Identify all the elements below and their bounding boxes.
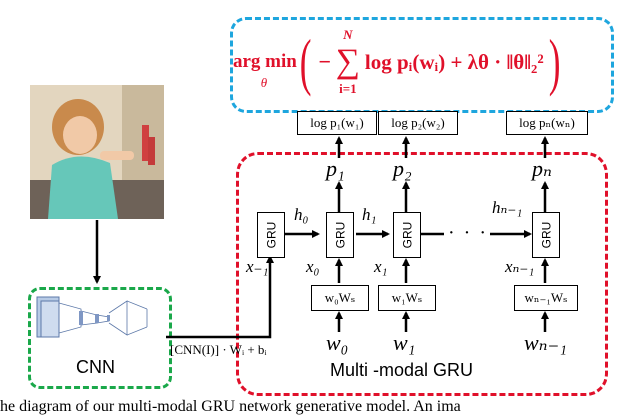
- h-label-0: h₀: [294, 205, 309, 224]
- image-embedding-label: [CNN(I)] · Wᵢ + bᵢ: [170, 342, 267, 357]
- h-label-n-1: hₙ₋₁: [492, 198, 523, 217]
- log-prob-box-2: log p₂(w₂): [378, 111, 458, 135]
- word-embed-box-n-1: wₙ₋₁Wₛ: [514, 285, 578, 311]
- formula-terms: log pᵢ(wᵢ) + λθ · ‖θ‖₂²: [364, 49, 544, 74]
- gru-cell-2: GRU: [393, 212, 421, 258]
- input-image: [30, 85, 164, 219]
- gru-cell-initial: GRU: [257, 212, 285, 258]
- word-label-0: w₀: [326, 330, 349, 355]
- gru-cell-n: GRU: [532, 212, 560, 258]
- word-embed-box-0: w₀Wₛ: [311, 285, 369, 311]
- word-label-n-1: wₙ₋₁: [524, 330, 567, 355]
- sum-upper-limit: N: [343, 27, 353, 42]
- formula-open-paren: (: [299, 26, 312, 97]
- p-label-n: pₙ: [532, 156, 552, 181]
- child-photo-illustration: [30, 85, 164, 219]
- sum-lower-limit: i=1: [339, 81, 357, 96]
- cnn-label: CNN: [76, 357, 115, 377]
- h-label-1: h₁: [362, 205, 377, 224]
- x-label-0: x₀: [306, 257, 320, 276]
- log-prob-box-n: log pₙ(wₙ): [506, 111, 588, 135]
- word-label-1: w₁: [393, 330, 416, 355]
- gru-cell-1: GRU: [326, 212, 354, 258]
- p-label-1: p₁: [326, 156, 345, 181]
- figure-caption: he diagram of our multi-modal GRU networ…: [0, 398, 461, 415]
- x-label-minus-1: x₋₁: [246, 257, 269, 276]
- x-label-n-1: xₙ₋₁: [505, 257, 535, 276]
- gru-block-label: Multi -modal GRU: [330, 360, 474, 380]
- sum-operator: N ∑ i=1: [333, 27, 363, 96]
- formula-close-paren: ): [548, 26, 561, 97]
- cnn-architecture-illustration: [36, 296, 148, 338]
- gru-region: [236, 152, 608, 396]
- formula-minus: −: [318, 49, 331, 74]
- ellipsis: · · ·: [448, 222, 488, 244]
- x-label-1: x₁: [374, 257, 388, 276]
- loss-formula: arg min θ ( − N ∑ i=1 log pᵢ(wᵢ) + λθ · …: [233, 20, 605, 104]
- word-embed-box-1: w₁Wₛ: [378, 285, 436, 311]
- p-label-2: p₂: [393, 156, 412, 181]
- argmin-operator: arg min θ: [233, 51, 297, 90]
- log-prob-box-1: log p₁(w₁): [297, 111, 377, 135]
- argmin-subscript: θ: [260, 75, 268, 90]
